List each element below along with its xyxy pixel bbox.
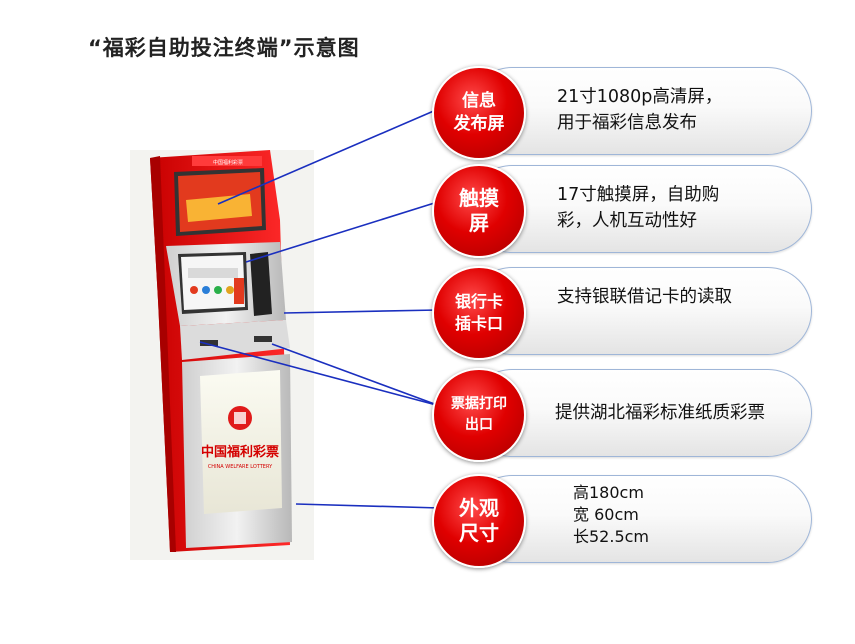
kiosk-drawing: 中国福利彩票 CHINA WELFARE LOTTERY 中国福利彩票 [130, 150, 314, 560]
page-title: “福彩自助投注终端”示意图 [88, 36, 360, 60]
callout-info-screen: 21寸1080p高清屏， 用于福彩信息发布 [468, 67, 812, 155]
kiosk-brand-small: 中国福利彩票 [213, 159, 243, 166]
kiosk-illustration: 中国福利彩票 CHINA WELFARE LOTTERY 中国福利彩票 [130, 150, 314, 560]
callout-card-slot-text: 支持银联借记卡的读取 [557, 287, 732, 307]
kiosk-panel-cn: 中国福利彩票 [201, 444, 279, 460]
badge-touch-screen: 触摸 屏 [432, 164, 526, 258]
badge-card-slot: 银行卡 插卡口 [432, 266, 526, 360]
badge-info-screen: 信息 发布屏 [432, 66, 526, 160]
callout-dimensions-text: 高180cm 宽 60cm 长52.5cm [573, 483, 650, 546]
callout-info-screen-text: 21寸1080p高清屏， 用于福彩信息发布 [557, 87, 723, 133]
callout-touch-screen-text: 17寸触摸屏，自助购 彩，人机互动性好 [557, 185, 720, 231]
callout-ticket-output-text: 提供湖北福彩标准纸质彩票 [555, 403, 765, 423]
badge-ticket-output: 票据打印 出口 [432, 368, 526, 462]
badge-dimensions: 外观 尺寸 [432, 474, 526, 568]
kiosk-panel-en: CHINA WELFARE LOTTERY [208, 464, 273, 470]
line-dimensions [295, 503, 441, 509]
